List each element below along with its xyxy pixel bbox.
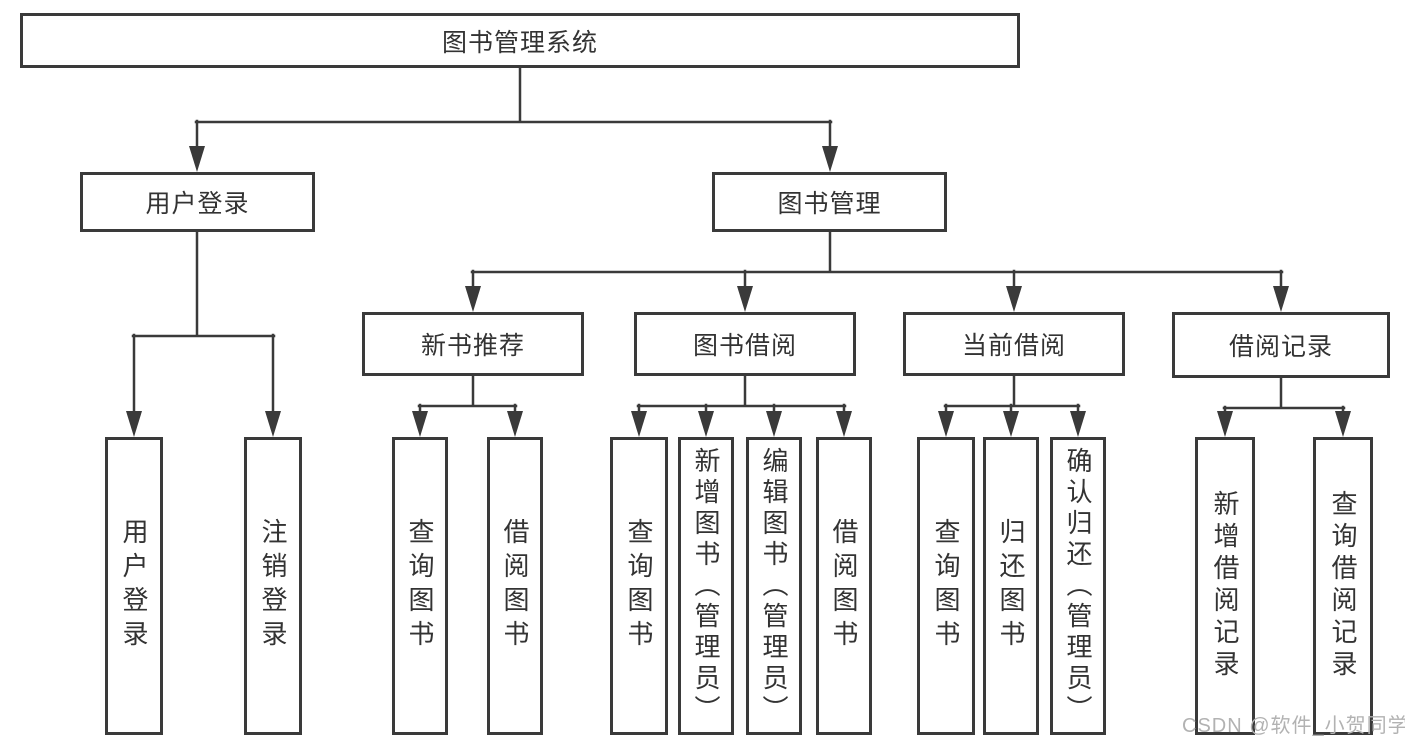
leaf-logout: 注销登录 (244, 437, 302, 735)
connector-root-to-level2 (194, 66, 833, 152)
node-borrowing-records: 借阅记录 (1172, 312, 1390, 378)
connector-current-to-leaves (943, 374, 1081, 416)
leaf-logout-label: 注销登录 (258, 518, 288, 654)
arrowhead (698, 411, 714, 437)
arrowhead (265, 411, 281, 437)
connector-borrowing-to-leaves (636, 374, 847, 416)
arrowhead (412, 411, 428, 437)
leaf-borrowing-query-book-label: 查询图书 (624, 518, 654, 654)
node-root-label: 图书管理系统 (441, 28, 598, 57)
arrowhead (465, 286, 481, 312)
arrowhead (836, 411, 852, 437)
leaf-records-query-record-label: 查询借阅记录 (1328, 490, 1358, 682)
leaf-current-return-book: 归还图书 (983, 437, 1039, 735)
node-current-borrowing: 当前借阅 (903, 312, 1125, 376)
arrowhead (737, 286, 753, 312)
leaf-borrowing-edit-book: 编辑图书（管理员） (746, 437, 802, 735)
node-borrowing-records-label: 借阅记录 (1228, 333, 1333, 361)
leaf-borrowing-borrow-book-label: 借阅图书 (829, 518, 859, 654)
leaf-current-confirm-return: 确认归还（管理员） (1050, 437, 1106, 735)
leaf-current-return-book-label: 归还图书 (996, 518, 1026, 654)
leaf-recommend-borrow-book: 借阅图书 (487, 437, 543, 735)
arrowhead (1335, 411, 1351, 437)
leaf-borrowing-query-book: 查询图书 (610, 437, 668, 735)
leaf-borrowing-borrow-book: 借阅图书 (816, 437, 872, 735)
leaf-records-add-record: 新增借阅记录 (1195, 437, 1255, 735)
node-user-login-label: 用户登录 (145, 190, 250, 218)
leaf-current-confirm-return-label: 确认归还（管理员） (1063, 446, 1093, 726)
arrowhead (1070, 411, 1086, 437)
arrowhead (189, 146, 205, 172)
connector-recommend-to-leaves (417, 374, 518, 416)
leaf-current-query-book-label: 查询图书 (931, 518, 961, 654)
node-new-book-recommend: 新书推荐 (362, 312, 584, 376)
leaf-recommend-query-book-label: 查询图书 (405, 518, 435, 654)
arrowhead (1006, 286, 1022, 312)
node-root: 图书管理系统 (20, 13, 1020, 68)
arrowhead (1217, 411, 1233, 437)
node-book-borrowing-label: 图书借阅 (692, 332, 797, 360)
leaf-recommend-query-book: 查询图书 (392, 437, 448, 735)
arrowhead (1273, 286, 1289, 312)
node-book-management: 图书管理 (712, 172, 947, 232)
arrowhead (766, 411, 782, 437)
connector-user-login-to-leaves (131, 230, 276, 416)
leaf-records-query-record: 查询借阅记录 (1313, 437, 1373, 735)
arrowhead (507, 411, 523, 437)
connector-records-to-leaves (1222, 376, 1346, 416)
leaf-user-login: 用户登录 (105, 437, 163, 735)
arrowhead (1003, 411, 1019, 437)
arrowhead (938, 411, 954, 437)
node-new-book-recommend-label: 新书推荐 (420, 332, 525, 360)
leaf-user-login-label: 用户登录 (119, 518, 149, 654)
connector-book-management-to-level3 (470, 230, 1284, 291)
leaf-borrowing-edit-book-label: 编辑图书（管理员） (759, 446, 789, 726)
leaf-borrowing-add-book-label: 新增图书（管理员） (691, 446, 721, 726)
arrowhead (631, 411, 647, 437)
node-book-borrowing: 图书借阅 (634, 312, 856, 376)
leaf-borrowing-add-book: 新增图书（管理员） (678, 437, 734, 735)
leaf-records-add-record-label: 新增借阅记录 (1210, 490, 1240, 682)
csdn-watermark: CSDN @软件_小贺同学 (1182, 715, 1405, 737)
leaf-recommend-borrow-book-label: 借阅图书 (500, 518, 530, 654)
leaf-current-query-book: 查询图书 (917, 437, 975, 735)
node-current-borrowing-label: 当前借阅 (961, 332, 1066, 360)
arrowheads (126, 146, 1351, 437)
node-book-management-label: 图书管理 (777, 190, 882, 218)
node-user-login: 用户登录 (80, 172, 315, 232)
arrowhead (126, 411, 142, 437)
arrowhead (822, 146, 838, 172)
